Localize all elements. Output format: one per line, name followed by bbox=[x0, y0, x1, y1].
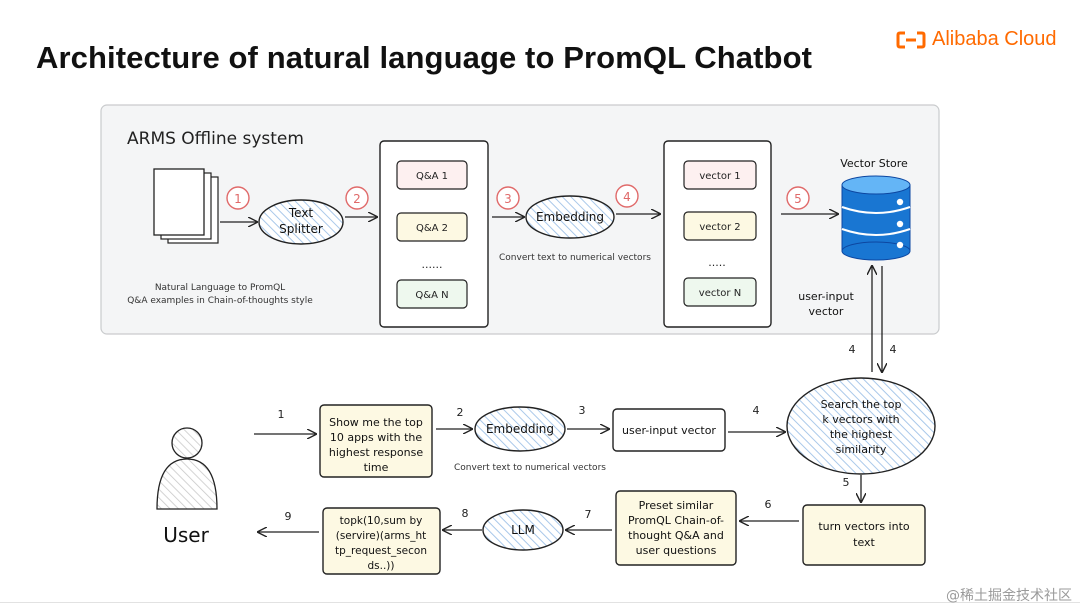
vector-store-label: Vector Store bbox=[840, 157, 908, 170]
offline-step-5-badge bbox=[786, 186, 810, 210]
offline-step-3-number: 3 bbox=[504, 192, 512, 206]
online-embedding-label: Embedding bbox=[486, 422, 554, 436]
online-step-1: 1 bbox=[278, 408, 285, 421]
offline-step-3-badge bbox=[496, 186, 520, 210]
offline-embedding-node bbox=[525, 195, 615, 239]
preset-line-4: user questions bbox=[636, 544, 717, 557]
vector-store-database-icon bbox=[841, 175, 911, 261]
documents-icon bbox=[153, 168, 219, 244]
promql-output-line-4: ds..)) bbox=[367, 560, 394, 572]
turn-vectors-line-1: turn vectors into bbox=[818, 520, 910, 533]
text-splitter-label-1: Text bbox=[288, 206, 314, 220]
qa-chunk-2-label: Q&A 2 bbox=[416, 223, 448, 234]
online-step-6: 6 bbox=[765, 498, 772, 511]
offline-embedding-label: Embedding bbox=[536, 210, 604, 224]
search-similarity-node bbox=[786, 377, 936, 475]
vector-2-label: vector 2 bbox=[699, 222, 740, 233]
offline-step-5-number: 5 bbox=[794, 192, 802, 206]
online-step-8: 8 bbox=[462, 507, 469, 520]
preset-line-2: PromQL Chain-of- bbox=[628, 514, 724, 527]
offline-step-4-number: 4 bbox=[623, 190, 631, 204]
documents-caption-line-1: Natural Language to PromQL bbox=[155, 283, 285, 293]
vector-1-label: vector 1 bbox=[699, 171, 740, 182]
online-step-9: 9 bbox=[285, 510, 292, 523]
turn-vectors-line-2: text bbox=[853, 536, 875, 549]
user-query-line-1: Show me the top bbox=[329, 416, 423, 429]
search-line-3: the highest bbox=[830, 428, 893, 441]
promql-output-line-3: tp_request_secon bbox=[335, 545, 427, 557]
preset-line-1: Preset similar bbox=[639, 499, 714, 512]
text-splitter-node bbox=[258, 199, 344, 245]
qa-chunk-n bbox=[396, 279, 468, 309]
vector-1 bbox=[683, 160, 757, 190]
preset-line-3: thought Q&A and bbox=[628, 529, 724, 542]
brand-name: Alibaba Cloud bbox=[932, 28, 1057, 50]
footer-divider bbox=[0, 602, 1080, 603]
search-line-2: k vectors with bbox=[822, 413, 899, 426]
online-embedding-caption: Convert text to numerical vectors bbox=[454, 463, 606, 473]
offline-system-label: ARMS Offline system bbox=[127, 129, 304, 149]
offline-step-1-number: 1 bbox=[234, 192, 242, 206]
offline-step-2-badge bbox=[345, 186, 369, 210]
preset-similar-box bbox=[615, 490, 737, 566]
qa-chunk-2 bbox=[396, 212, 468, 242]
qa-ellipsis: ...... bbox=[422, 258, 443, 271]
qa-chunk-n-label: Q&A N bbox=[415, 290, 448, 301]
promql-output-line-2: (servire)(arms_ht bbox=[336, 530, 427, 542]
brand-logo: Alibaba Cloud bbox=[896, 28, 1057, 51]
online-step-4: 4 bbox=[753, 404, 760, 417]
watermark: @稀土掘金技术社区 bbox=[946, 588, 1072, 604]
user-input-vector-label-2: vector bbox=[809, 305, 844, 318]
alibaba-cloud-logo-icon bbox=[896, 31, 926, 48]
user-query-line-4: time bbox=[364, 461, 389, 474]
user-input-vector-box bbox=[612, 408, 726, 452]
qa-chunk-1-label: Q&A 1 bbox=[416, 171, 448, 182]
vector-n-label: vector N bbox=[699, 288, 741, 299]
promql-output-box bbox=[322, 507, 441, 575]
user-input-vector-box-label: user-input vector bbox=[622, 424, 716, 437]
llm-node bbox=[482, 509, 564, 551]
vector-2 bbox=[683, 211, 757, 241]
vector-n bbox=[683, 277, 757, 307]
llm-label: LLM bbox=[511, 523, 535, 537]
user-label: User bbox=[163, 523, 209, 547]
link-step-4-right: 4 bbox=[890, 343, 897, 356]
offline-embedding-caption: Convert text to numerical vectors bbox=[499, 253, 651, 263]
qa-chunk-1 bbox=[396, 160, 468, 190]
promql-output-line-1: topk(10,sum by bbox=[340, 515, 423, 527]
documents-caption-line-2: Q&A examples in Chain-of-thoughts style bbox=[127, 296, 313, 306]
search-line-1: Search the top bbox=[821, 398, 902, 411]
online-step-3: 3 bbox=[579, 404, 586, 417]
user-input-vector-label-1: user-input bbox=[798, 290, 854, 303]
vector-ellipsis: ..... bbox=[708, 256, 725, 269]
page-title: Architecture of natural language to Prom… bbox=[36, 40, 813, 75]
search-line-4: similarity bbox=[836, 443, 887, 456]
turn-vectors-into-text-box bbox=[802, 504, 926, 566]
link-step-4-left: 4 bbox=[849, 343, 856, 356]
user-query-line-3: highest response bbox=[329, 446, 423, 459]
online-step-7: 7 bbox=[585, 508, 592, 521]
user-query-box bbox=[319, 404, 433, 478]
offline-step-4-badge bbox=[615, 184, 639, 208]
user-avatar-icon bbox=[156, 427, 218, 510]
user-query-line-2: 10 apps with the bbox=[330, 431, 423, 444]
online-embedding-node bbox=[474, 406, 566, 452]
online-step-5: 5 bbox=[843, 476, 850, 489]
offline-step-2-number: 2 bbox=[353, 192, 361, 206]
online-step-2: 2 bbox=[457, 406, 464, 419]
text-splitter-label-2: Splitter bbox=[279, 222, 323, 236]
offline-step-1-badge bbox=[226, 186, 250, 210]
